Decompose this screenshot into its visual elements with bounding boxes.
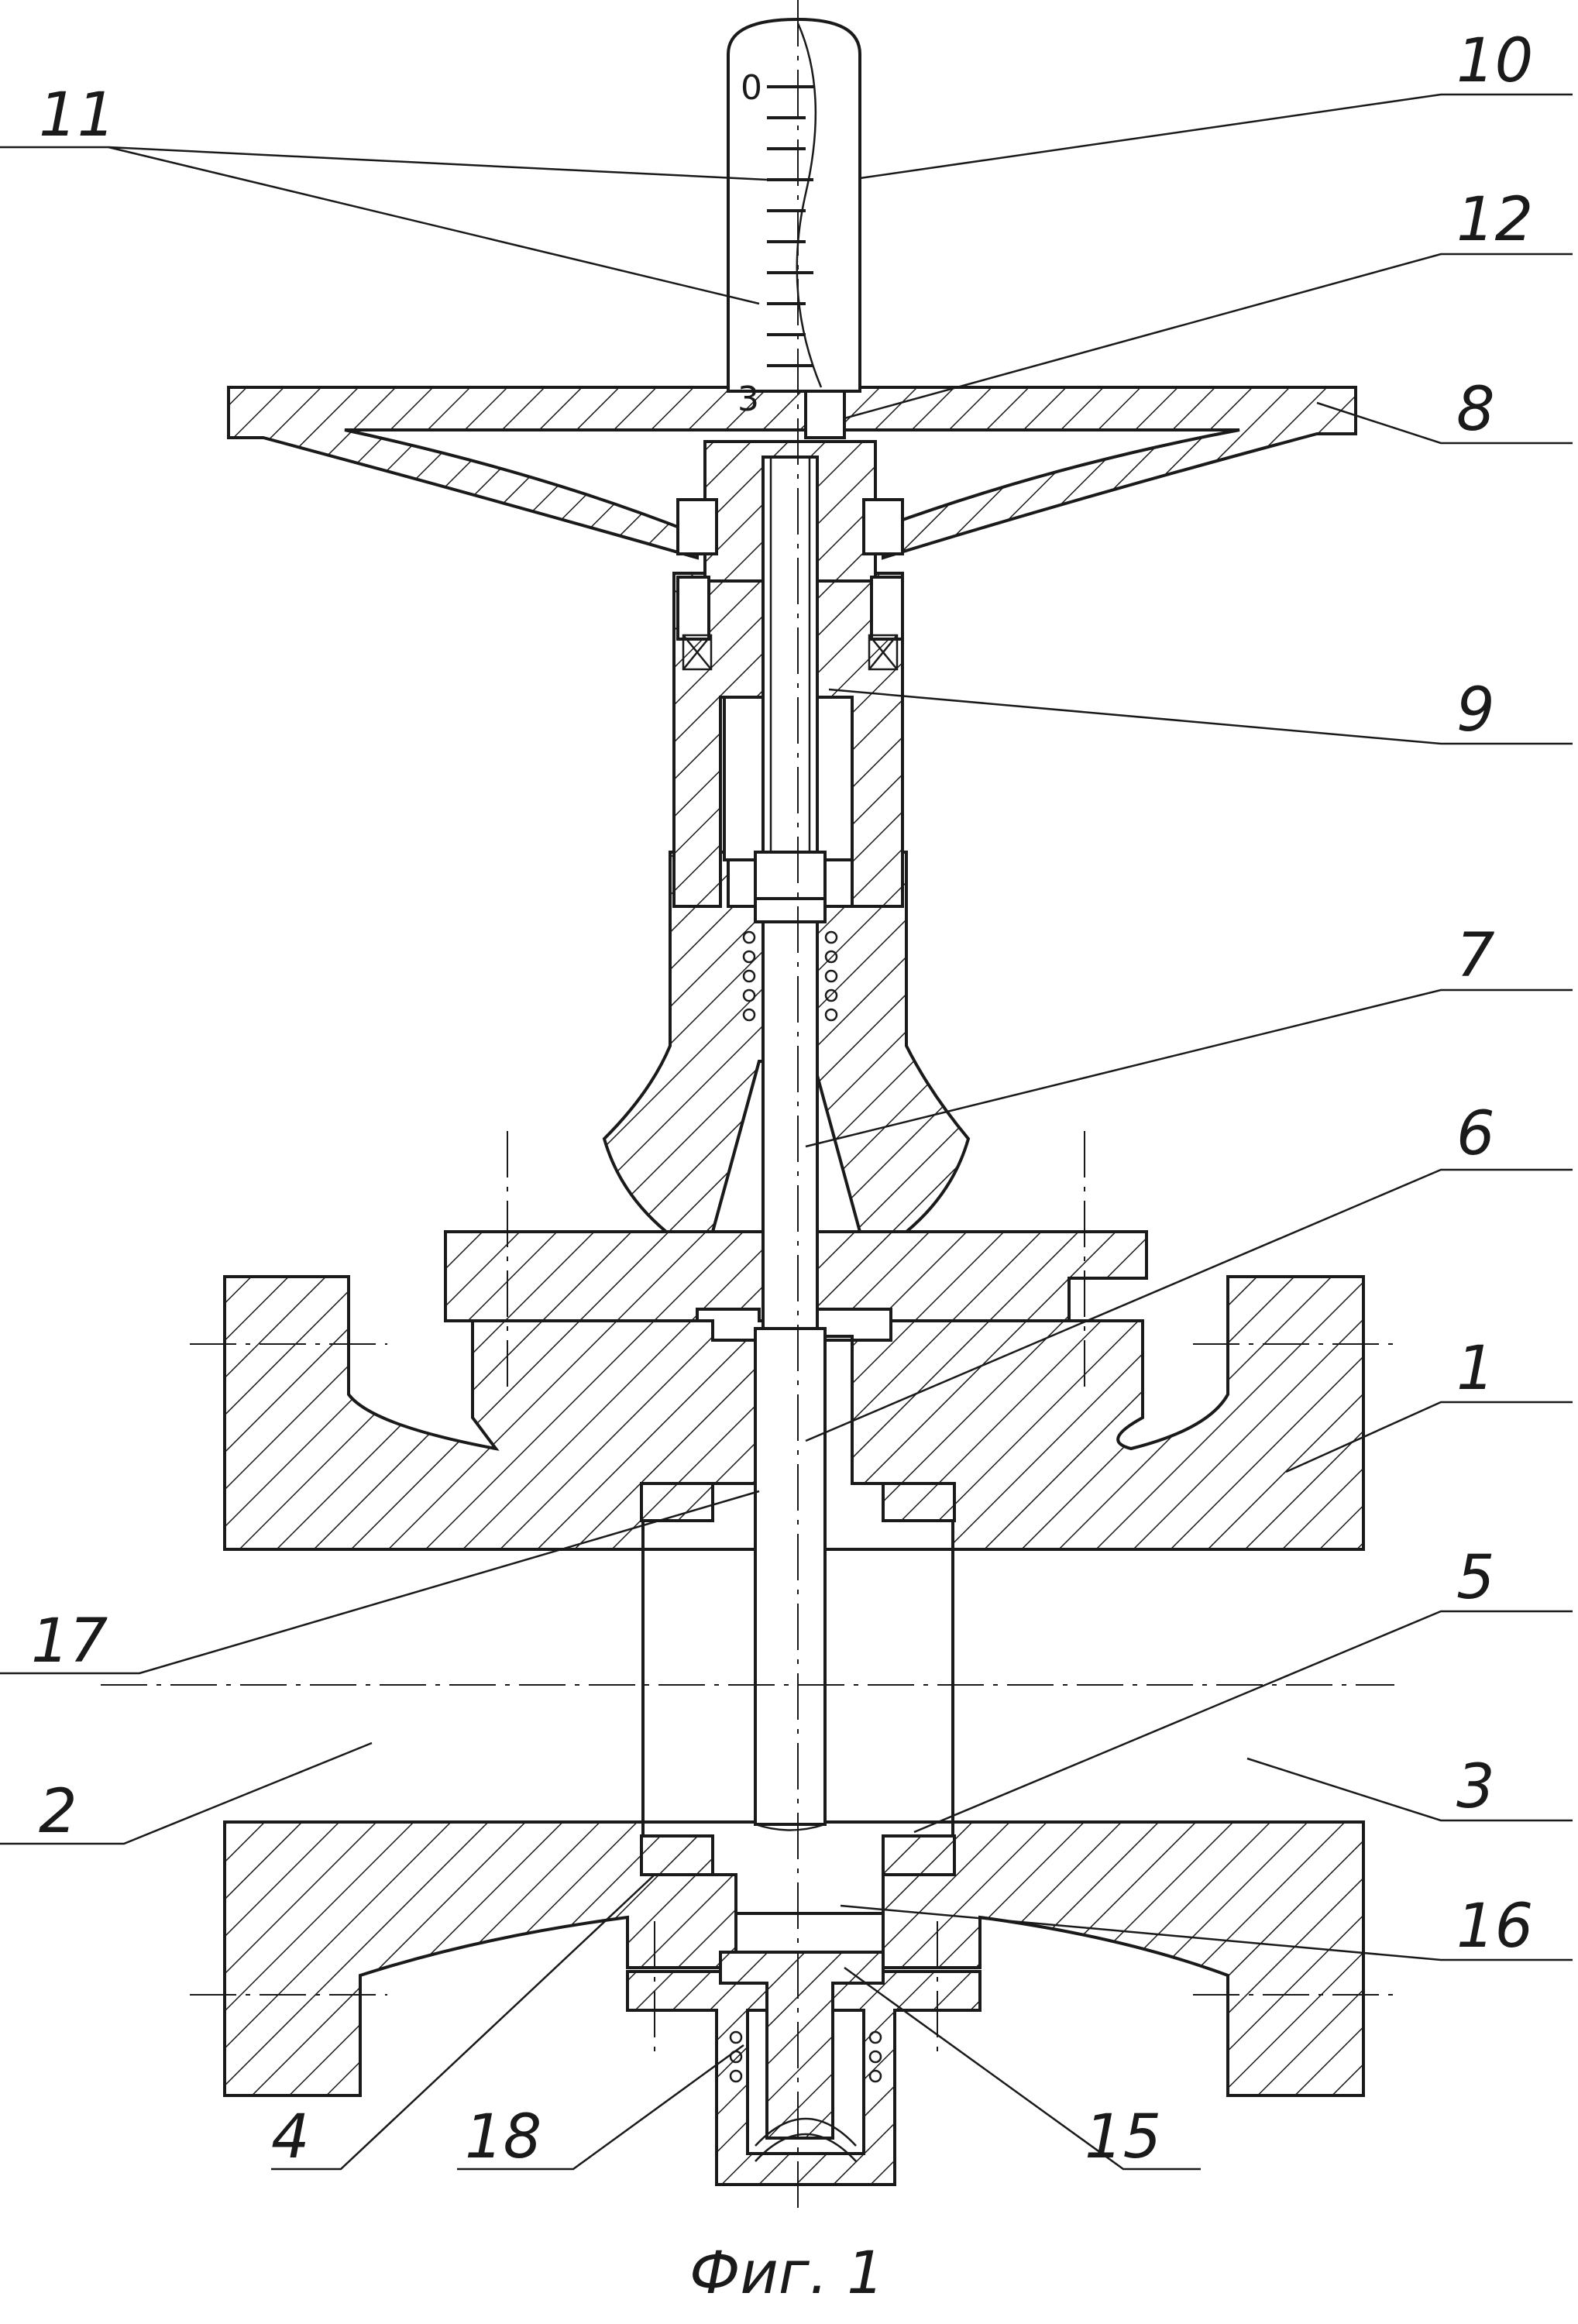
callout-8: 8	[1456, 375, 1495, 445]
callout-5: 5	[1456, 1543, 1495, 1613]
callout-11: 11	[39, 81, 115, 150]
callout-7: 7	[1456, 921, 1495, 991]
scale-ticks	[767, 85, 813, 367]
center-lines	[101, 0, 1394, 2208]
callout-1: 1	[1456, 1334, 1495, 1404]
callout-3: 3	[1456, 1752, 1495, 1822]
callout-9: 9	[1456, 676, 1495, 745]
callout-4: 4	[271, 2102, 310, 2172]
callout-16: 16	[1456, 1892, 1533, 1961]
scale-mark-bottom: 3	[737, 380, 759, 419]
figure-caption: Фиг. 1	[689, 2238, 884, 2307]
callout-12: 12	[1456, 185, 1533, 255]
packing-rings	[742, 930, 838, 1022]
callout-18: 18	[465, 2102, 541, 2172]
callout-17: 17	[31, 1607, 108, 1676]
leader-lines	[0, 93, 1573, 2171]
callout-15: 15	[1085, 2102, 1161, 2172]
stem	[742, 456, 838, 1831]
callout-6: 6	[1456, 1099, 1495, 1169]
callout-labels: 10 11 12 8 9 7 6 1 17 5 2 3 16 4 18 15	[31, 26, 1533, 2172]
callout-10: 10	[1456, 26, 1533, 96]
handwheel	[227, 386, 1357, 671]
scale-mark-top: 0	[741, 68, 762, 108]
position-indicator: 0 3	[727, 17, 861, 439]
callout-2: 2	[39, 1777, 77, 1847]
drain-plug	[626, 1951, 982, 2186]
